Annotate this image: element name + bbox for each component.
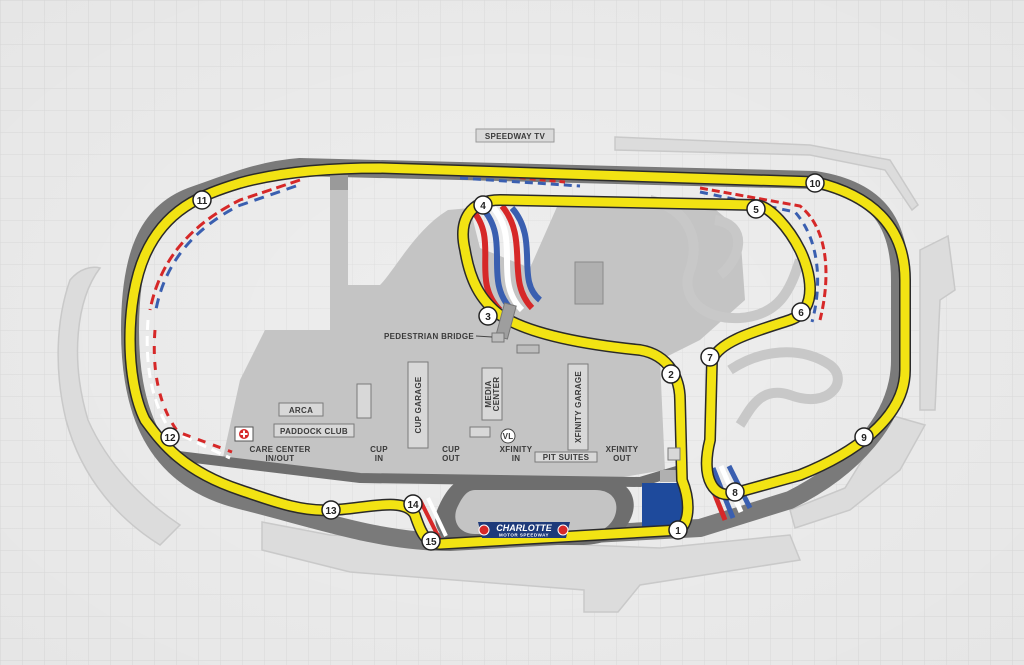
svg-text:2: 2 <box>668 370 674 381</box>
turn-marker: 5 <box>746 199 766 219</box>
turn-markers: 1 2 3 4 5 6 7 8 9 10 11 12 13 14 15 <box>160 173 874 551</box>
pit-suites-label: PIT SUITES <box>543 453 590 462</box>
svg-text:1: 1 <box>675 526 681 537</box>
svg-text:15: 15 <box>425 537 437 548</box>
svg-text:6: 6 <box>798 308 804 319</box>
media-center-label-1: MEDIA <box>484 380 493 407</box>
svg-text:5: 5 <box>753 205 759 216</box>
svg-text:8: 8 <box>732 488 738 499</box>
arca-label: ARCA <box>289 406 313 415</box>
svg-text:9: 9 <box>861 433 867 444</box>
vl-label: VL <box>503 432 514 441</box>
esses-stripes <box>469 204 543 313</box>
media-center-label-2: CENTER <box>492 377 501 412</box>
cup-out-label-1: CUP <box>442 445 460 454</box>
pit-suites: PIT SUITES <box>534 451 598 463</box>
turn-marker: 10 <box>805 173 825 193</box>
turn-marker: 14 <box>403 494 423 514</box>
infield <box>222 175 745 480</box>
xfinity-in-label-1: XFINITY <box>500 445 533 454</box>
turn-marker: 13 <box>321 500 341 520</box>
cup-garage-label: CUP GARAGE <box>414 376 423 433</box>
pedestrian-bridge-label: PEDESTRIAN BRIDGE <box>384 332 474 341</box>
turn-marker: 6 <box>791 302 811 322</box>
turn-marker: 9 <box>854 427 874 447</box>
paddock-club-label: PADDOCK CLUB <box>280 427 348 436</box>
xfinity-garage: XFINITY GARAGE <box>567 363 589 451</box>
svg-text:3: 3 <box>485 312 491 323</box>
turn-marker: 8 <box>725 482 745 502</box>
logo-sub-text: MOTOR SPEEDWAY <box>499 533 549 538</box>
svg-text:13: 13 <box>325 506 337 517</box>
turn-marker: 15 <box>421 531 441 551</box>
cup-in-label-2: IN <box>375 454 384 463</box>
turn-marker: 11 <box>192 190 212 210</box>
arca-building: ARCA <box>278 402 324 417</box>
cup-garage: CUP GARAGE <box>407 361 429 449</box>
svg-text:14: 14 <box>407 500 419 511</box>
vl-badge: VL <box>500 428 516 444</box>
infield-strip <box>330 175 348 190</box>
cup-in-label-1: CUP <box>370 445 388 454</box>
media-center: MEDIA CENTER <box>469 367 503 438</box>
xfinity-out-label-2: OUT <box>613 454 631 463</box>
xfinity-out-label-1: XFINITY <box>606 445 639 454</box>
infield-course-loop <box>648 195 805 324</box>
svg-text:10: 10 <box>809 179 821 190</box>
charlotte-logo: CHARLOTTE MOTOR SPEEDWAY <box>478 522 570 538</box>
care-center-label-1: CARE CENTER <box>249 445 310 454</box>
turn-marker: 1 <box>668 520 688 540</box>
medical-cross-icon <box>234 426 254 442</box>
logo-main-text: CHARLOTTE <box>496 523 552 533</box>
care-center-label-2: IN/OUT <box>266 454 295 463</box>
xfinity-garage-label: XFINITY GARAGE <box>574 371 583 443</box>
xfinity-in-label-2: IN <box>512 454 521 463</box>
pedestrian-bridge: PEDESTRIAN BRIDGE <box>384 302 540 354</box>
svg-text:11: 11 <box>197 196 208 207</box>
svg-text:4: 4 <box>480 201 486 212</box>
infield-course-loop-3 <box>727 347 843 428</box>
turn-marker: 7 <box>700 347 720 367</box>
pit-marker <box>667 447 681 461</box>
small-building <box>356 383 372 419</box>
speedway-tv: SPEEDWAY TV <box>475 128 555 143</box>
paddock-club-building: PADDOCK CLUB <box>273 423 355 438</box>
infield-course-loop-2 <box>713 215 744 279</box>
turn-marker: 12 <box>160 427 180 447</box>
svg-text:12: 12 <box>164 433 176 444</box>
turn-marker: 2 <box>661 364 681 384</box>
turn-marker: 4 <box>473 195 493 215</box>
infield-block <box>574 261 604 305</box>
turn-marker: 3 <box>478 306 498 326</box>
svg-text:7: 7 <box>707 353 713 364</box>
cup-out-label-2: OUT <box>442 454 460 463</box>
speedway-tv-label: SPEEDWAY TV <box>485 132 546 141</box>
